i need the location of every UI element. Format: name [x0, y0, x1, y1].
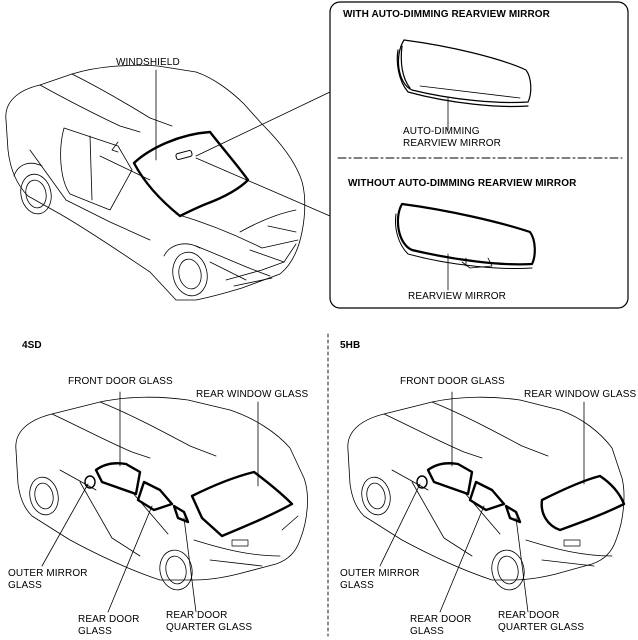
- hatchback-leader-lines: [379, 391, 585, 613]
- auto-dimming-mirror-shape: [396, 39, 532, 108]
- inset-callout-line-upper: [195, 91, 331, 157]
- sedan-illustration: [15, 396, 308, 591]
- sedan-outer-mirror-line1: OUTER MIRROR: [8, 568, 88, 579]
- sedan-rear-door-line1: REAR DOOR: [78, 614, 140, 625]
- top-car-illustration: [5, 64, 306, 301]
- sedan-quarter-line1: REAR DOOR: [166, 610, 228, 621]
- hatchback-rear-window-glass: [540, 474, 626, 532]
- sedan-rear-quarter-glass: [172, 504, 190, 524]
- auto-dimming-label-line2: REARVIEW MIRROR: [403, 138, 501, 149]
- hatchback-outer-mirror-line1: OUTER MIRROR: [340, 568, 420, 579]
- rearview-mirror-shape: [395, 202, 536, 269]
- hatchback-illustration: [347, 396, 625, 591]
- windshield-glass: [132, 130, 250, 218]
- sedan-outer-mirror-glass: [84, 475, 96, 489]
- inset-callout-line-lower: [195, 157, 331, 217]
- sedan-front-door-glass-label: FRONT DOOR GLASS: [68, 376, 173, 387]
- hatchback-rear-window-glass-label: REAR WINDOW GLASS: [524, 389, 637, 400]
- hatchback-rear-door-line1: REAR DOOR: [410, 614, 472, 625]
- sedan-quarter-line2: QUARTER GLASS: [166, 622, 253, 633]
- rearview-mirror-label: REARVIEW MIRROR: [408, 291, 506, 302]
- auto-dimming-label-line1: AUTO-DIMMING: [403, 126, 480, 137]
- hatchback-rear-quarter-glass: [504, 504, 522, 524]
- sedan-glass-outlines: [94, 462, 294, 538]
- sedan-outer-mirror-line2: GLASS: [8, 580, 42, 591]
- sedan-variant-label: 4SD: [22, 340, 42, 351]
- hatchback-outer-mirror-line2: GLASS: [340, 580, 374, 591]
- sedan-rear-window-glass-label: REAR WINDOW GLASS: [196, 389, 309, 400]
- sedan-rear-door-glass-label: REAR DOOR GLASS: [78, 614, 139, 638]
- sedan-rear-door-quarter-glass-label: REAR DOOR QUARTER GLASS: [166, 610, 252, 634]
- without-auto-dimming-title: WITHOUT AUTO-DIMMING REARVIEW MIRROR: [348, 178, 577, 189]
- hatchback-variant-label: 5HB: [340, 340, 361, 351]
- with-auto-dimming-title: WITH AUTO-DIMMING REARVIEW MIRROR: [343, 9, 550, 20]
- hatchback-outer-mirror-glass-label: OUTER MIRROR GLASS: [340, 568, 420, 592]
- sedan-rear-door-glass: [136, 480, 174, 512]
- hatchback-rear-door-quarter-glass-label: REAR DOOR QUARTER GLASS: [498, 610, 584, 634]
- hatchback-rear-door-glass: [468, 480, 506, 512]
- sedan-leader-lines: [41, 391, 259, 613]
- hatchback-rear-door-line2: GLASS: [410, 626, 444, 637]
- sedan-rear-door-line2: GLASS: [78, 626, 112, 637]
- hatchback-outer-mirror-glass: [416, 475, 428, 489]
- hatchback-front-door-glass: [426, 462, 474, 496]
- hatchback-front-door-glass-label: FRONT DOOR GLASS: [400, 376, 505, 387]
- mirror-inset-frame: [329, 1, 629, 309]
- sedan-front-door-glass: [94, 462, 142, 496]
- hatchback-rear-door-glass-label: REAR DOOR GLASS: [410, 614, 471, 638]
- hatchback-quarter-line1: REAR DOOR: [498, 610, 560, 621]
- windshield-label: WINDSHIELD: [116, 57, 180, 68]
- hatchback-quarter-line2: QUARTER GLASS: [498, 622, 585, 633]
- sedan-outer-mirror-glass-label: OUTER MIRROR GLASS: [8, 568, 88, 592]
- hatchback-glass-outlines: [426, 462, 626, 532]
- sedan-rear-window-glass: [190, 470, 294, 538]
- auto-dimming-mirror-label: AUTO-DIMMING REARVIEW MIRROR: [403, 126, 501, 150]
